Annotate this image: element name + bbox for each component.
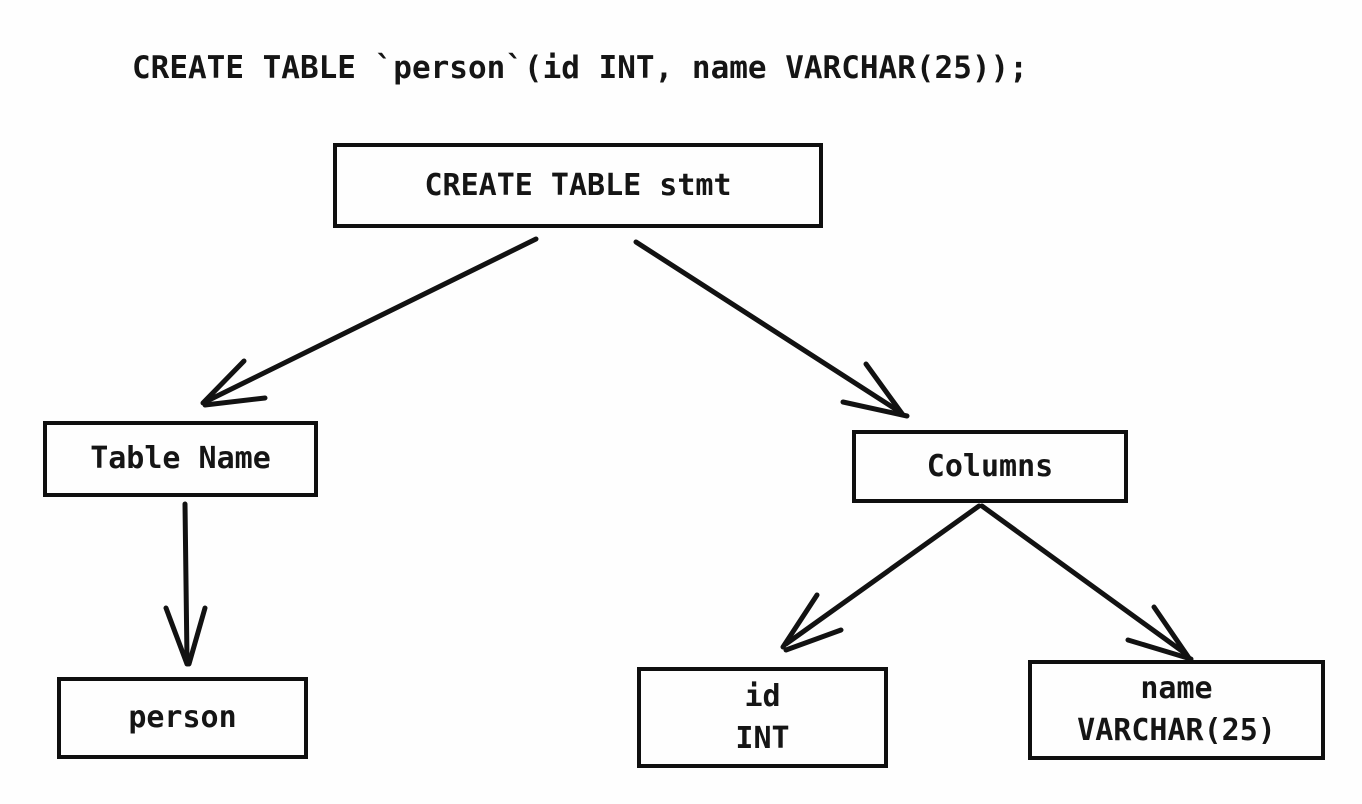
node-create-table-stmt-label: CREATE TABLE stmt xyxy=(424,167,732,203)
node-name-varchar-line1: name xyxy=(1140,671,1213,706)
arrow-stmt-to-columns xyxy=(633,239,910,419)
node-person-label: person xyxy=(128,700,237,735)
node-name-varchar: name VARCHAR(25) xyxy=(1028,660,1325,760)
node-columns-label: Columns xyxy=(926,448,1054,484)
node-create-table-stmt: CREATE TABLE stmt xyxy=(333,143,823,228)
node-id-int-line1: id xyxy=(744,678,781,714)
sql-statement-text: CREATE TABLE `person`(id INT, name VARCH… xyxy=(132,50,1028,86)
arrow-table-name-to-person xyxy=(163,501,208,667)
node-name-varchar-line2: VARCHAR(25) xyxy=(1077,713,1276,748)
node-person: person xyxy=(57,677,308,759)
arrow-stmt-to-table-name xyxy=(200,236,539,408)
node-columns: Columns xyxy=(852,430,1128,503)
node-id-int-line2: INT xyxy=(735,720,790,756)
node-table-name: Table Name xyxy=(43,421,318,497)
node-id-int: id INT xyxy=(637,667,888,768)
node-table-name-label: Table Name xyxy=(90,441,271,476)
arrow-columns-to-name xyxy=(979,503,1194,662)
arrow-columns-to-id xyxy=(780,503,982,653)
